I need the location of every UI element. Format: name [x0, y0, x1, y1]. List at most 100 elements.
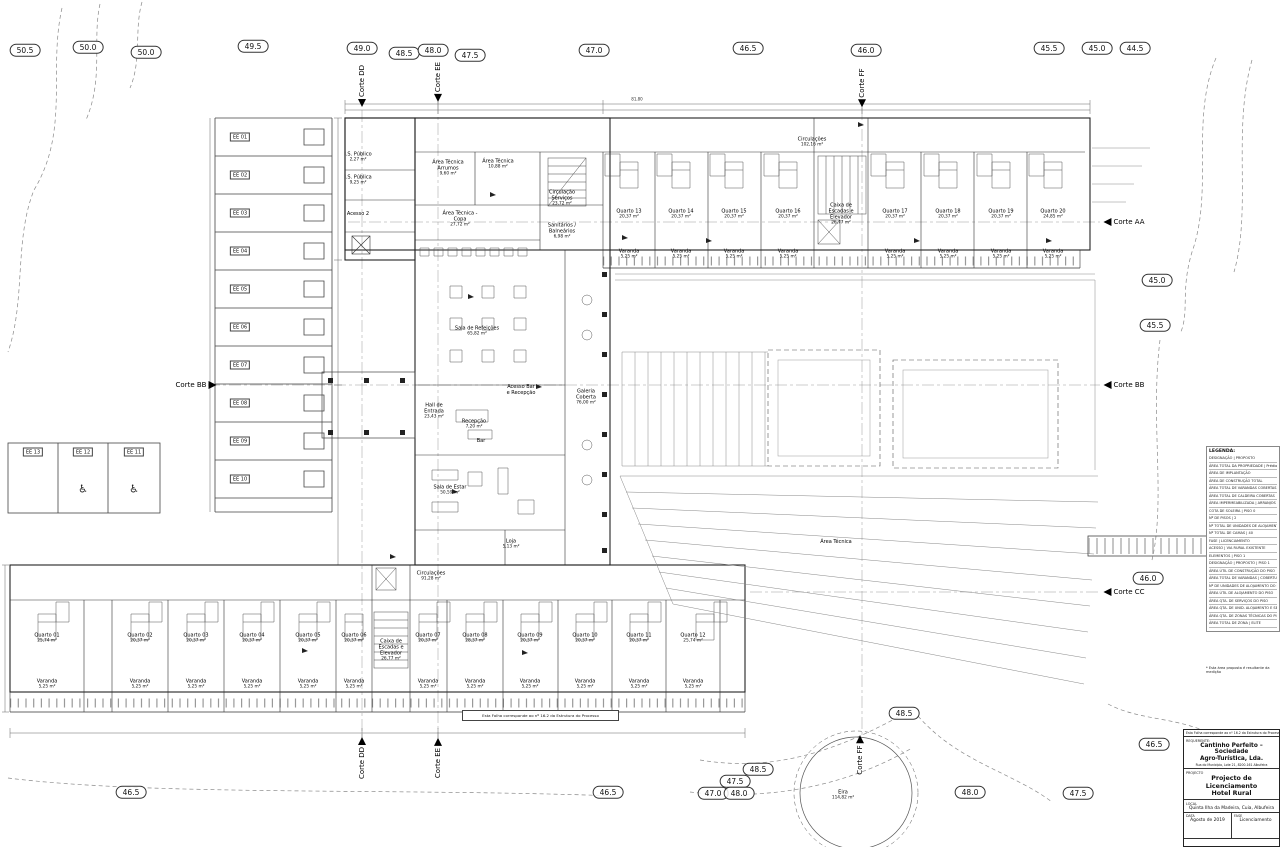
room-area: 28,37 m² [465, 638, 485, 644]
room-area: 5,25 m² [779, 254, 797, 260]
dimension-label: 81,80 [631, 96, 643, 102]
room-name: Varanda [464, 678, 486, 685]
room-area: 5,25 m² [939, 254, 957, 260]
room-name: Acesso 2 [346, 211, 370, 217]
room-name: Circulações [797, 136, 827, 143]
wheelchair-icon: ♿ [78, 482, 88, 496]
elevation-badge: 45.5 [1033, 41, 1065, 55]
room-area: 50,59 m² [440, 490, 460, 496]
room-area: 5,25 m² [243, 684, 261, 690]
room-area: 24,85 m² [1043, 214, 1063, 220]
section-label: Corte DD [358, 64, 366, 98]
furniture [37, 153, 1063, 641]
legend-row: ÁREA QTA. DE UNID. ALOJAMENTO E SERVIÇOS [1209, 605, 1277, 613]
central-block-partitions [415, 249, 610, 565]
room-area: 20,37 m² [242, 638, 262, 644]
legend-row: ÁREA TOTAL DE VARANDAS | COBERTURAS [1209, 575, 1277, 583]
parking-stall-label: EE 01 [229, 132, 251, 142]
legend-row: ACESSO | VIA RURAL EXISTENTE [1209, 545, 1277, 553]
room-name: Varanda [297, 678, 319, 685]
elevation-badge: 48.0 [954, 785, 986, 799]
elevation-badge: 48.5 [742, 762, 774, 776]
project-title: Projecto de Licenciamento [1205, 774, 1258, 790]
fase-cell: FASE Licenciamento [1231, 813, 1279, 838]
section-arrow-icon [358, 99, 366, 108]
room-area: 26,77 m² [381, 656, 401, 662]
elevation-badge: 48.5 [388, 46, 420, 60]
room-name: Quarto 09 [517, 632, 543, 639]
legend-row: COTA DE SOLEIRA | PISO 0 [1209, 508, 1277, 515]
section-marker: Corte BB [1103, 381, 1145, 389]
room-area: 2,27 m² [349, 157, 367, 163]
local-value: Quinta Ilha da Madeira, Cuia, Albufeira [1188, 805, 1275, 811]
gallery-columns [602, 272, 607, 553]
elevation-badge: 46.0 [1132, 571, 1164, 585]
section-label: Corte BB [1113, 381, 1145, 389]
room-name: Quarto 05 [295, 632, 321, 639]
parking-stall-label: EE 08 [229, 398, 251, 408]
room-area: 114,82 m² [831, 795, 855, 801]
room-area: 20,37 m² [778, 214, 798, 220]
room-area: 5,25 m² [419, 684, 437, 690]
parking-stall-label: EE 13 [22, 447, 44, 457]
room-area: 9,25 m² [349, 180, 367, 186]
parking-stall-label: EE 10 [229, 474, 251, 484]
projecto-section: PROJECTO Projecto de Licenciamento Hotel… [1184, 769, 1279, 801]
legend-row: ÁREA QTA. DE SERVIÇOS DO PISO [1209, 598, 1277, 605]
parking-stall-label: EE 11 [123, 447, 145, 457]
elevation-badge: 46.5 [732, 41, 764, 55]
contour-lines [7, 1, 1253, 803]
room-area: 5,25 m² [576, 684, 594, 690]
parking-stall-label: EE 02 [229, 170, 251, 180]
legend-row: ÁREA TOTAL DA PROPRIEDADE | Prédio Misto [1209, 463, 1277, 470]
requerente-label: REQUERENTE: [1186, 738, 1211, 743]
space-label: Acesso Bar e Recepção [506, 384, 536, 396]
legend-row: ÁREA DE IMPLANTAÇÃO [1209, 470, 1277, 478]
room-name: Sala de Estar [433, 484, 467, 491]
room-area: 5,25 m² [725, 254, 743, 260]
legend-row: Nº DE PISOS | 2 [1209, 515, 1277, 523]
section-marker: Corte FF [858, 68, 866, 108]
data-label: DATA [1186, 814, 1195, 819]
bottom-wing-balconies [9, 692, 746, 713]
legend-row: DESIGNAÇÃO | PROPOSTO [1209, 455, 1277, 463]
elevation-badge: 47.5 [1062, 786, 1094, 800]
room-name: Varanda [36, 678, 58, 685]
top-wing-partitions [345, 118, 1085, 255]
legend-title: LEGENDA: [1209, 449, 1236, 454]
room-name: Quarto 17 [882, 208, 908, 215]
room-name: Varanda [574, 678, 596, 685]
room-area: 6,98 m² [553, 234, 571, 240]
section-label: Corte FF [856, 745, 864, 775]
fase-value: Licenciamento [1239, 818, 1272, 824]
room-area: 20,37 m² [724, 214, 744, 220]
room-area: 25,74 m² [37, 638, 57, 644]
section-marker: Corte DD [358, 64, 366, 108]
parking-stall-label: EE 12 [72, 447, 94, 457]
pool-inner [777, 359, 1049, 459]
